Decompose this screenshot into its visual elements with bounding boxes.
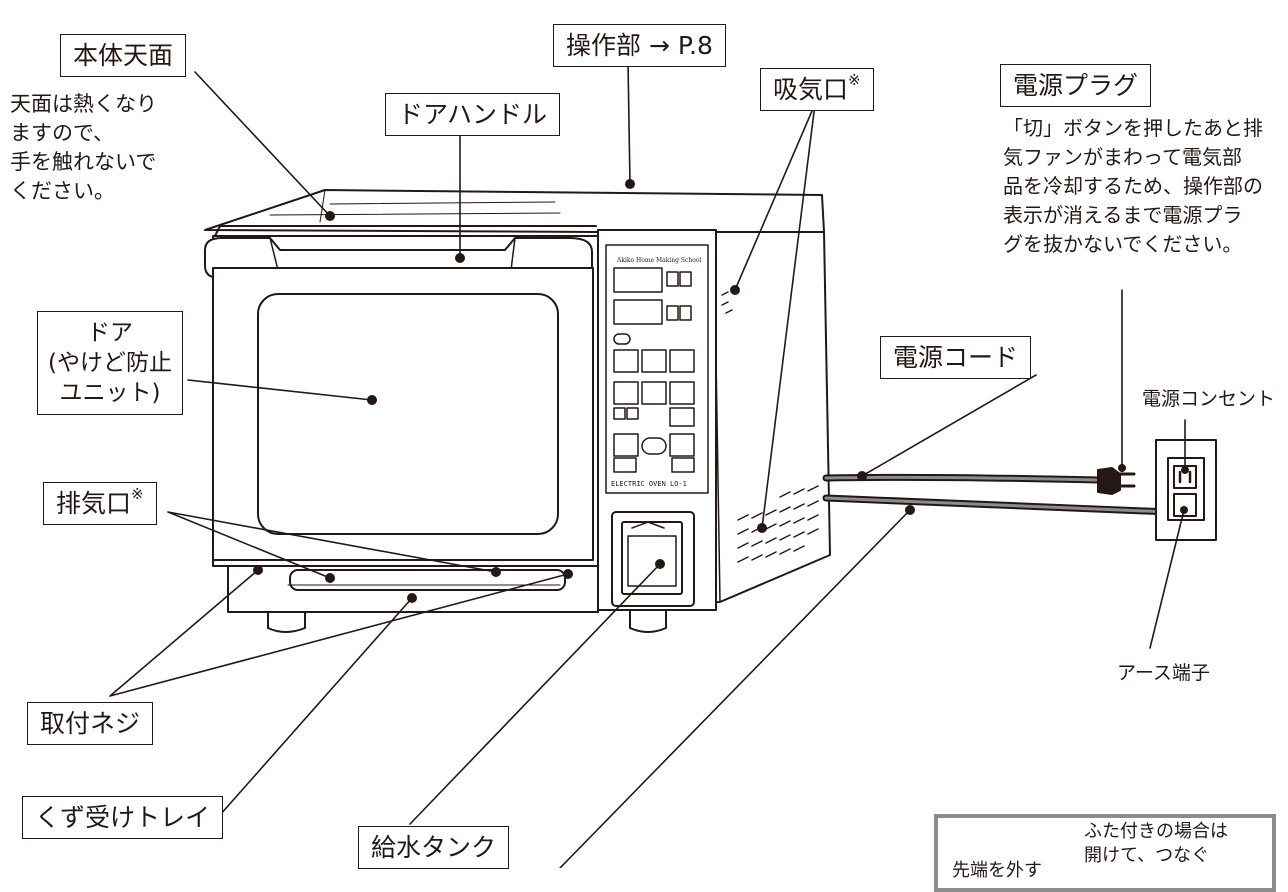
label-mount-screws: 取付ネジ — [27, 702, 154, 745]
power-plug — [1097, 467, 1136, 495]
note-plug-warning: 「切」ボタンを押したあと排気ファンがまわって電気部品を冷却するため、操作部の表示… — [1003, 116, 1263, 256]
control-panel-buttons — [613, 267, 695, 473]
note-top-warning: 天面は熱くなりますので、手を触れないでください。 — [10, 92, 157, 203]
label-intake: 吸気口※ — [760, 68, 874, 111]
callout-dots — [253, 179, 1189, 603]
leader-lines — [109, 61, 1186, 868]
tip-box: 先端を外す ふた付きの場合は開けて、つなぐ — [934, 814, 1276, 892]
tip-right-text: ふた付きの場合は開けて、つなぐ — [1084, 821, 1228, 866]
label-water-tank: 給水タンク — [358, 826, 510, 869]
side-vents — [721, 291, 819, 563]
label-door-handle: ドアハンドル — [385, 93, 561, 136]
label-power-plug: 電源プラグ — [1000, 64, 1152, 107]
wall-outlet — [1155, 439, 1217, 541]
label-control-panel: 操作部 → P.8 — [553, 24, 726, 67]
panel-model: ELECTRIC OVEN LO-1 — [611, 480, 687, 488]
label-ground: アース端子 — [1117, 662, 1210, 684]
tip-left-text: 先端を外す — [952, 860, 1042, 881]
label-power-cord: 電源コード — [880, 336, 1032, 379]
label-exhaust: 排気口※ — [43, 482, 157, 525]
label-outlet: 電源コンセント — [1142, 388, 1276, 410]
oven-diagram: Akiko Home Making School ELECTRIC OVEN L… — [109, 61, 1217, 868]
label-crumb-tray: くず受けトレイ — [22, 796, 224, 839]
label-top-panel: 本体天面 — [60, 34, 187, 77]
panel-brand: Akiko Home Making School — [616, 257, 701, 264]
label-door: ドア(やけど防止ユニット) — [37, 311, 183, 415]
